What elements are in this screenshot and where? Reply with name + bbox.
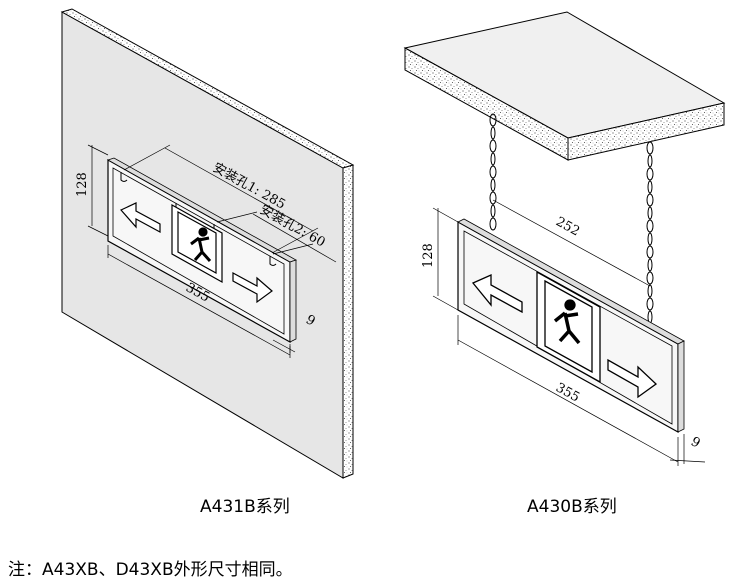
running-man-icon — [171, 203, 223, 284]
sign-thickness — [289, 259, 297, 343]
dim-spacing — [492, 199, 651, 287]
dim-width-label: 355 — [553, 380, 582, 405]
left-arrow-icon — [471, 273, 523, 314]
hanging-sign-inner — [463, 230, 673, 425]
wall-side — [342, 164, 354, 479]
right-arrow-icon — [232, 271, 273, 304]
ceiling-side — [567, 102, 725, 161]
left-diagram-caption: A431B系列 — [200, 497, 290, 517]
dim-hole1 — [123, 144, 319, 254]
sign-inner — [112, 167, 285, 335]
running-man-icon — [536, 270, 601, 384]
chain-left-icon — [489, 113, 497, 231]
dim-depth — [669, 434, 706, 464]
right-diagram-caption: A430B系列 — [527, 497, 617, 517]
hanging-sign-thickness — [677, 340, 685, 433]
dim-width — [457, 315, 679, 466]
dim-depth — [272, 339, 296, 353]
chain-right-icon — [646, 141, 654, 324]
footnote: 注：A43XB、D43XB外形尺寸相同。 — [8, 560, 293, 580]
dim-height-label: 128 — [421, 243, 436, 268]
left-arrow-icon — [120, 202, 161, 234]
wall-mount-diagram: 128 355 安装孔1: 285 安装孔2: 60 9 — [60, 8, 355, 479]
dim-height-label: 128 — [75, 172, 90, 197]
ceiling-mount-diagram: 128 252 355 9 — [403, 11, 726, 466]
dim-hole2 — [216, 211, 337, 263]
right-arrow-icon — [607, 358, 658, 399]
dim-spacing-label: 252 — [553, 214, 582, 239]
dim-height — [432, 207, 459, 311]
dim-depth-label: 9 — [688, 434, 703, 451]
dim-height — [87, 144, 109, 237]
